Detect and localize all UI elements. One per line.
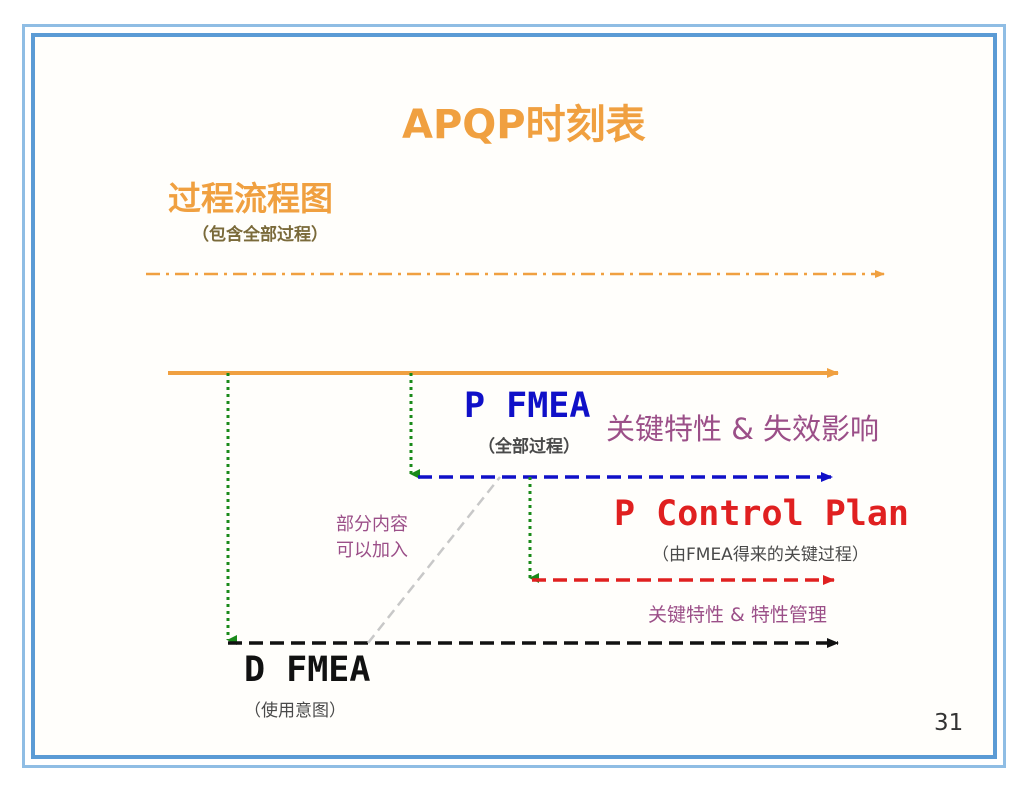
dfmea-label: D FMEA	[244, 650, 371, 690]
control-plan-note: 关键特性 & 特性管理	[648, 604, 827, 626]
partial-note-line-2: 可以加入	[336, 540, 408, 561]
partial-note-line-1: 部分内容	[336, 514, 408, 535]
dfmea-sublabel: （使用意图）	[244, 701, 346, 721]
pfmea-label: P FMEA	[464, 386, 591, 426]
control-plan-label: P Control Plan	[614, 494, 910, 534]
pfmea-sublabel: （全部过程）	[478, 437, 580, 457]
slide-title: APQP时刻表	[402, 102, 646, 148]
control-plan-sublabel: （由FMEA得来的关键过程）	[652, 545, 869, 565]
partial-content-link	[367, 476, 501, 644]
page-number: 31	[934, 710, 964, 736]
partial-content-note: 部分内容 可以加入	[336, 512, 408, 564]
process-flow-label: 过程流程图	[168, 179, 333, 218]
pfmea-note: 关键特性 & 失效影响	[606, 412, 880, 446]
process-flow-sublabel: （包含全部过程）	[192, 225, 328, 245]
